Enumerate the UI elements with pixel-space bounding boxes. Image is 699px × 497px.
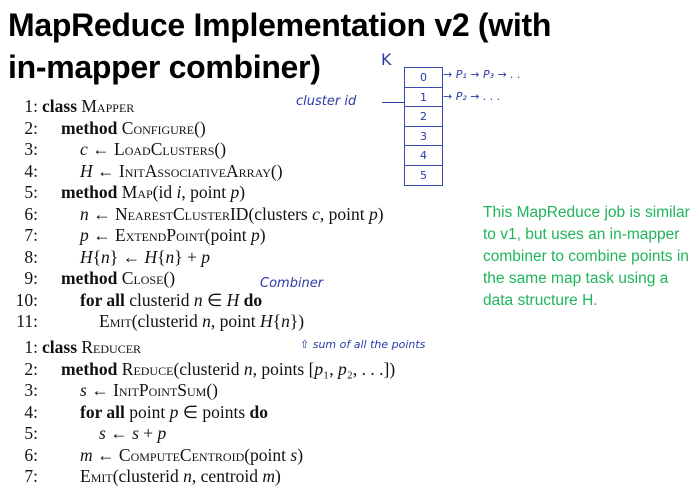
row1-chain: → P₂ → . . . — [443, 90, 501, 103]
slide-title: MapReduce Implementation v2 (with in-map… — [8, 4, 551, 88]
line-number: 4: — [24, 160, 38, 181]
line-number: 6: — [24, 444, 38, 465]
line-code: H{n} ← H{n} + p — [80, 246, 211, 267]
line-code: method Map(id i, point p) — [61, 182, 246, 202]
line-code: H ← InitAssociativeArray() — [80, 160, 283, 181]
line-code: m ← ComputeCentroid(point s) — [80, 444, 304, 465]
line-number: 9: — [24, 268, 38, 288]
line-number: 7: — [24, 466, 38, 486]
line-number: 6: — [24, 203, 38, 224]
line-code: for all point p ∈ points do — [80, 401, 269, 422]
line-number: 10: — [15, 289, 38, 310]
line-number: 8: — [24, 246, 38, 267]
sum-label: ⇧ sum of all the points — [300, 338, 426, 351]
line-code: n ← NearestClusterID(clusters c, point p… — [80, 203, 384, 224]
line-number: 2: — [24, 358, 38, 379]
line-code: class Mapper — [42, 96, 135, 116]
array-cell: 3 — [405, 127, 442, 146]
line-number: 11: — [16, 311, 38, 331]
line-code: class Reducer — [42, 337, 142, 357]
line-number: 5: — [24, 182, 38, 202]
cluster-id-arrow — [382, 102, 404, 103]
line-code: method Reduce(clusterid n, points [p₁, p… — [61, 358, 396, 379]
array-cell: 1 — [405, 88, 442, 107]
line-code: method Close() — [61, 268, 176, 288]
line-number: 4: — [24, 401, 38, 422]
line-code: s ← s + p — [99, 423, 167, 443]
line-number: 1: — [24, 337, 38, 357]
combiner-label: Combiner — [260, 276, 324, 291]
line-number: 7: — [24, 225, 38, 245]
k-label: K — [381, 50, 392, 69]
array-cell: 4 — [405, 146, 442, 166]
line-number: 2: — [24, 117, 38, 138]
array-cell: 0 — [405, 68, 442, 88]
line-code: for all clusterid n ∈ H do — [80, 289, 263, 310]
title-line-2: in-mapper combiner) — [8, 49, 321, 85]
line-number: 3: — [24, 139, 38, 159]
array-cell: 5 — [420, 168, 427, 182]
line-number: 1: — [24, 96, 38, 116]
cluster-id-label: cluster id — [296, 94, 357, 109]
line-code: method Configure() — [61, 117, 206, 138]
line-code: s ← InitPointSum() — [80, 380, 218, 400]
title-line-1: MapReduce Implementation v2 (with — [8, 7, 552, 43]
line-number: 3: — [24, 380, 38, 400]
line-code: p ← ExtendPoint(point p) — [80, 225, 266, 245]
line-code: c ← LoadClusters() — [80, 139, 227, 159]
array-cell: 2 — [405, 107, 442, 127]
line-number: 5: — [24, 423, 38, 443]
line-code: Emit(clusterid n, point H{n}) — [99, 311, 305, 331]
explanation-note: This MapReduce job is similar to v1, but… — [483, 204, 690, 309]
line-code: Emit(clusterid n, centroid m) — [80, 466, 281, 486]
row0-chain: → P₁ → P₃ → . . — [443, 68, 521, 81]
